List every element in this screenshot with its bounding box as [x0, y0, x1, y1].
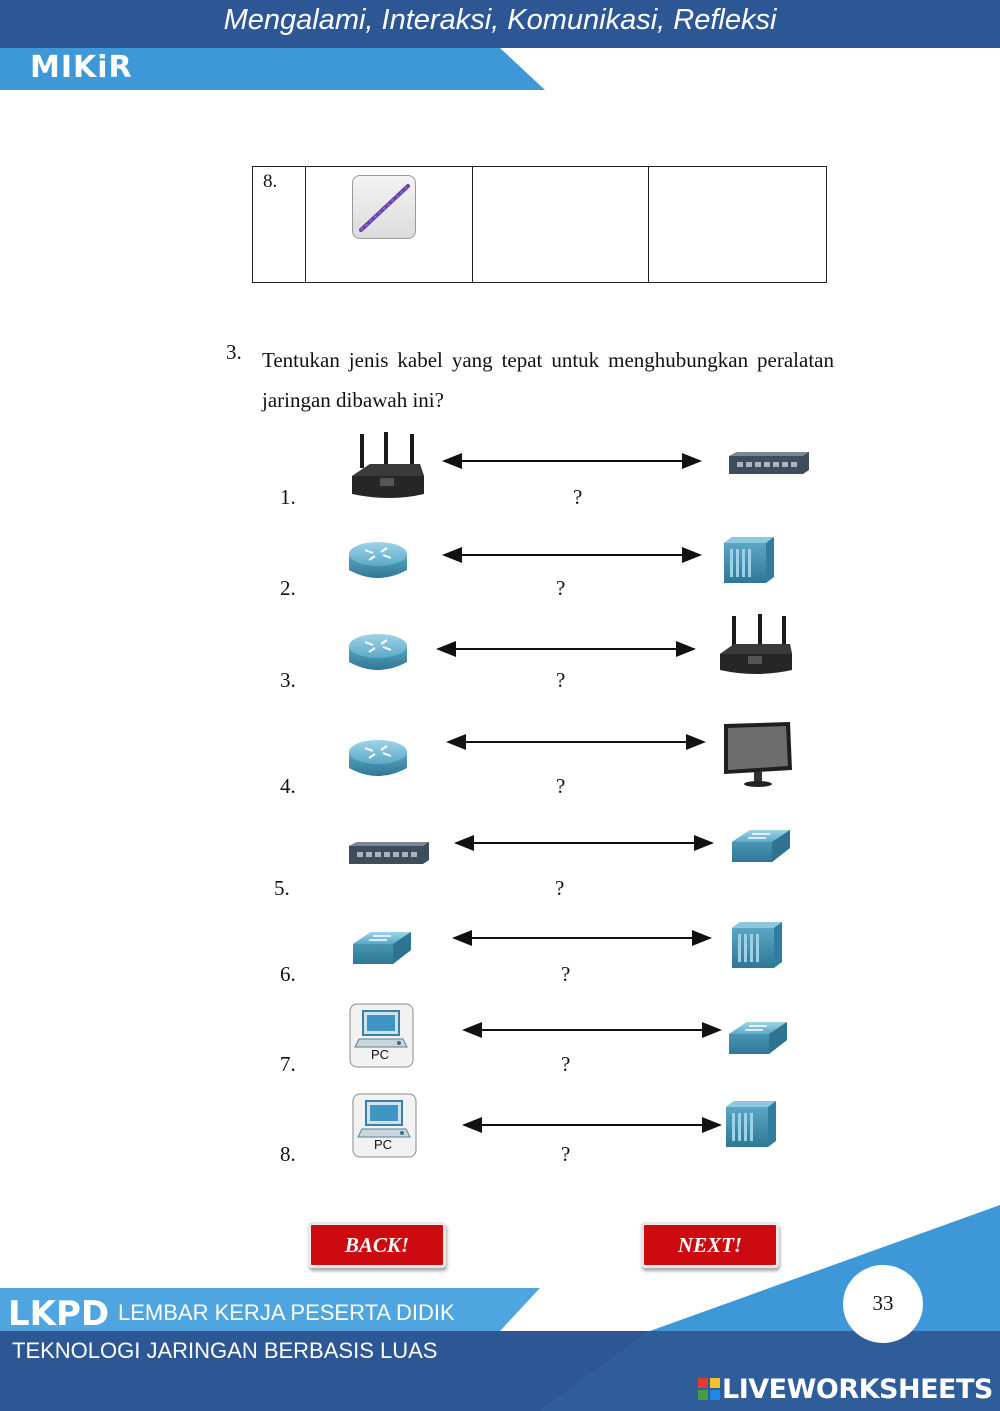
answer-placeholder[interactable]: ? — [573, 485, 583, 509]
router-icon — [347, 632, 409, 679]
pair-number: 6. — [280, 962, 296, 986]
answer-placeholder[interactable]: ? — [556, 576, 566, 600]
connection-arrow — [454, 835, 714, 851]
answer-placeholder[interactable]: ? — [561, 1142, 571, 1166]
wireless-router-icon — [350, 432, 426, 507]
table-row: 8. — [252, 166, 827, 283]
answer-placeholder[interactable]: ? — [561, 962, 571, 986]
pc-icon: PC — [349, 1003, 415, 1074]
connection-arrow — [462, 1022, 722, 1038]
question-number: 3. — [226, 340, 242, 364]
cable-icon — [352, 175, 416, 239]
server-icon — [720, 535, 776, 590]
question-text: Tentukan jenis kabel yang tepat untuk me… — [262, 348, 834, 412]
cable-table: 8. — [252, 166, 827, 283]
liveworksheets-logo-icon — [698, 1378, 720, 1400]
connection-arrow — [446, 734, 706, 750]
table-cell-image — [305, 166, 473, 283]
connection-arrow — [436, 641, 696, 657]
connection-arrow — [462, 1117, 722, 1133]
pair-number: 4. — [280, 774, 296, 798]
switch-icon — [727, 1020, 789, 1061]
footer-subtitle: TEKNOLOGI JARINGAN BERBASIS LUAS — [12, 1338, 438, 1363]
server-icon — [722, 1099, 778, 1154]
header-title: Mengalami, Interaksi, Komunikasi, Reflek… — [223, 4, 777, 36]
table-row-number: 8. — [263, 171, 278, 192]
back-button[interactable]: BACK! — [308, 1222, 446, 1268]
pair-number: 5. — [274, 876, 290, 900]
header-bar — [0, 0, 1000, 48]
router-icon — [347, 540, 409, 587]
liveworksheets-brand: LIVEWORKSHEETS — [722, 1374, 993, 1405]
answer-placeholder[interactable]: ? — [555, 876, 565, 900]
pc-label: PC — [371, 1047, 390, 1062]
connection-arrow — [442, 453, 702, 469]
header-tab — [0, 48, 545, 90]
table-cell-empty[interactable] — [648, 166, 827, 283]
connection-arrow — [452, 930, 712, 946]
table-cell-number: 8. — [252, 166, 306, 283]
header-tab-label: MIKiR — [30, 50, 133, 85]
footer-lkpd: LKPD — [8, 1294, 110, 1334]
monitor-icon — [722, 720, 794, 793]
switch-icon — [351, 930, 413, 971]
switch-hardware-icon — [727, 450, 811, 481]
pair-number: 8. — [280, 1142, 296, 1166]
switch-icon — [730, 828, 792, 869]
pair-number: 1. — [280, 485, 296, 509]
server-icon — [728, 920, 784, 975]
switch-hardware-icon — [347, 840, 431, 871]
table-cell-empty[interactable] — [472, 166, 649, 283]
answer-placeholder[interactable]: ? — [556, 668, 566, 692]
page-number: 33 — [872, 1291, 894, 1315]
page-number-badge — [843, 1265, 923, 1343]
footer-lkpd-subtitle: LEMBAR KERJA PESERTA DIDIK — [118, 1300, 455, 1325]
answer-placeholder[interactable]: ? — [561, 1052, 571, 1076]
pair-number: 3. — [280, 668, 296, 692]
router-icon — [347, 738, 409, 785]
wireless-router-icon — [718, 614, 794, 683]
pair-number: 7. — [280, 1052, 296, 1076]
pc-label: PC — [374, 1137, 393, 1152]
answer-placeholder[interactable]: ? — [556, 774, 566, 798]
footer-band — [0, 1205, 1000, 1411]
next-button[interactable]: NEXT! — [641, 1222, 779, 1268]
pc-icon: PC — [352, 1093, 418, 1164]
connection-arrow — [442, 547, 702, 563]
pair-number: 2. — [280, 576, 296, 600]
